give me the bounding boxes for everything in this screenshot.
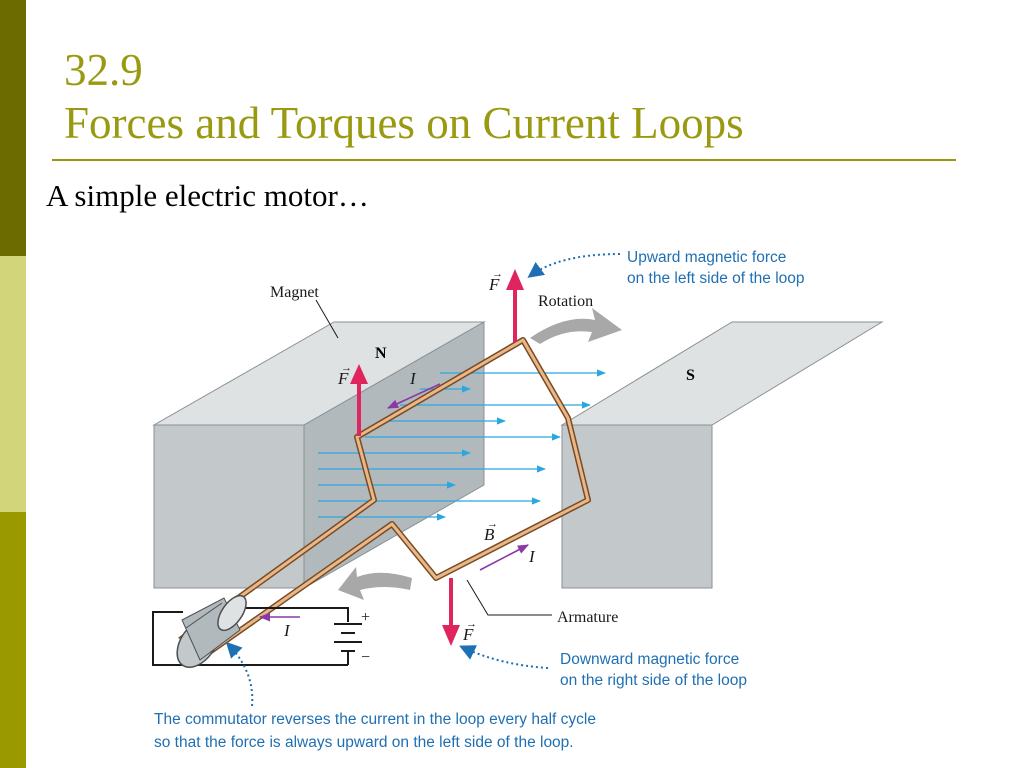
force-symbol-top: F → [488,268,503,294]
south-magnet-front [561,424,713,589]
commutator-note-line1: The commutator reverses the current in t… [154,711,596,728]
current-symbol-top: I [409,369,417,388]
battery-minus-label: − [361,649,370,666]
armature-label: Armature [557,609,618,626]
commutator-pointer [225,641,254,707]
svg-text:→: → [492,268,503,280]
slide-title-block: 32.9 Forces and Torques on Current Loops [64,44,744,150]
armature-loop [178,337,591,663]
current-symbol-bottom: I [528,547,536,566]
upward-force-pointer [527,253,621,278]
slide-subtitle: A simple electric motor… [46,178,369,213]
north-pole-label: N [375,345,387,362]
title-divider [52,159,956,161]
current-arrow-bottom [479,544,529,571]
armature-leader [466,579,552,616]
current-arrow-top [386,383,441,409]
svg-text:F: F [462,625,474,644]
annotation-pointers [225,253,621,707]
force-arrow-top-head [506,269,524,290]
force-arrow-left-head [350,364,368,384]
svg-text:F: F [337,369,349,388]
circuit-wire [230,607,349,622]
svg-text:→: → [466,618,477,630]
sidebar-accent [0,0,26,768]
south-pole-label: S [686,367,695,384]
north-magnet [152,321,486,589]
commutator-icon [176,594,247,668]
rotation-arrows [338,308,622,600]
sidebar-segment-middle [0,256,26,512]
svg-text:F: F [488,275,500,294]
section-number: 32.9 [64,45,143,95]
south-magnet-top [560,321,884,426]
current-arrows [258,383,529,622]
svg-text:→: → [341,362,352,374]
leader-lines [315,299,552,616]
upward-force-note-line1: Upward magnetic force [627,249,786,266]
armature-wire-highlight [179,338,590,662]
downward-force-note-line1: Downward magnetic force [560,651,739,668]
slide-title: Forces and Torques on Current Loops [64,98,744,149]
sidebar-segment-bottom [0,512,26,768]
downward-force-pointer [459,645,549,669]
force-arrow-down-head [442,625,460,646]
current-symbol-circuit: I [283,621,291,640]
svg-text:→: → [487,518,498,530]
commutator-circuit [152,594,362,668]
svg-text:B: B [484,525,495,544]
downward-force-note-line2: on the right side of the loop [560,672,747,689]
battery-icon [334,623,362,652]
force-arrows [350,269,524,646]
magnet-leader [315,299,339,339]
commutator-note-line2: so that the force is always upward on th… [154,734,574,751]
force-symbol-bottom: F → [462,618,477,644]
rotation-label: Rotation [538,293,593,310]
upward-force-note-line2: on the left side of the loop [627,270,805,287]
sidebar-segment-top [0,0,26,256]
field-symbol: B → [484,518,498,544]
rotation-arrow-top [530,308,622,344]
rotation-arrow-bottom [338,567,412,600]
circuit-wire [152,611,348,666]
battery-plus-label: + [361,609,370,626]
magnet-label: Magnet [270,284,319,301]
south-magnet [560,321,884,589]
force-symbol-left: F → [337,362,352,388]
